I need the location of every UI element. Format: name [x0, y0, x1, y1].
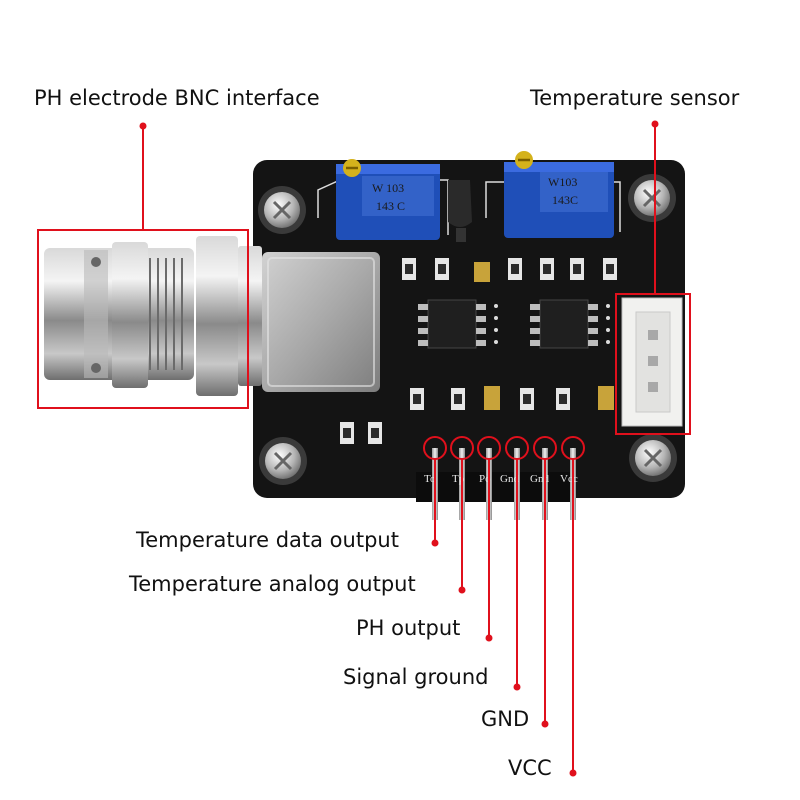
mounting-screw-top-left: [258, 186, 306, 234]
potentiometer-right: W103 143C: [504, 151, 614, 238]
mounting-screw-bottom-right: [629, 434, 677, 482]
bnc-shield-block: [262, 252, 380, 392]
label-temperature-data-output: Temperature data output: [136, 528, 399, 552]
label-gnd: GND: [481, 707, 530, 731]
temperature-sensor-connector: [621, 297, 683, 427]
temp-sensor-highlight-box: [615, 293, 691, 435]
pot-left-line1: W 103: [372, 181, 404, 195]
pot-right-line2: 143C: [552, 193, 578, 207]
label-temperature-analog-output: Temperature analog output: [129, 572, 416, 596]
callouts: [37, 124, 691, 773]
mounting-screw-bottom-left: [259, 437, 307, 485]
op-amp-ic-right: [530, 299, 598, 349]
label-temperature-sensor: Temperature sensor: [530, 86, 740, 110]
label-vcc: VCC: [508, 756, 552, 780]
silk-gnd-1: Gnd: [500, 473, 519, 485]
silk-to: To: [424, 473, 436, 485]
label-ph-output: PH output: [356, 616, 461, 640]
label-bnc-interface: PH electrode BNC interface: [34, 86, 320, 110]
op-amp-ic-left: [418, 299, 486, 349]
silk-vcc: Vcc: [560, 473, 578, 485]
pot-left-line2: 143 C: [376, 199, 405, 213]
pot-right-line1: W103: [548, 175, 577, 189]
mounting-screw-top-right: [628, 174, 676, 222]
potentiometer-left: W 103 143 C: [336, 159, 440, 240]
temperature-transistor: [448, 180, 472, 242]
label-signal-ground: Signal ground: [343, 665, 489, 689]
silk-gnd-2: Gnd: [530, 473, 549, 485]
bnc-connector: [44, 236, 262, 396]
